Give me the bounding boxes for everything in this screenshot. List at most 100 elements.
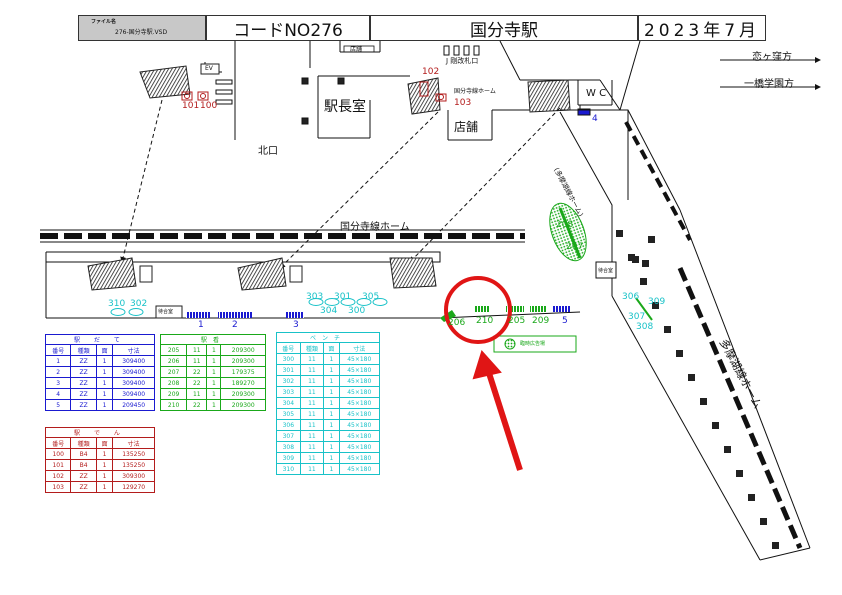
j-gate-label: J 剛改札口 xyxy=(446,57,479,65)
direction-koigakubo: 恋ヶ窪方 xyxy=(752,52,792,63)
advertising-signs-red xyxy=(181,81,447,102)
table-cell: 209300 xyxy=(220,388,266,400)
table-cell: 1 xyxy=(323,353,340,365)
table-cell: ZZ xyxy=(70,355,97,367)
tenpo-top-label: 店舗 xyxy=(350,46,363,53)
table-cell: 309300 xyxy=(112,470,155,482)
table-cell: 207 xyxy=(159,366,188,378)
table-cell: 11 xyxy=(299,364,325,376)
table-cell: 11 xyxy=(299,408,325,420)
table-cell: 11 xyxy=(299,452,325,464)
col-header: 番号 xyxy=(44,437,72,449)
machiaishitsu2-label: 待合室 xyxy=(598,268,614,274)
table-cell: 1 xyxy=(323,430,340,442)
table-cell: 22 xyxy=(186,399,208,411)
bench-303: 303 xyxy=(306,292,324,302)
pillar-block xyxy=(616,230,623,237)
concourse-walls xyxy=(204,40,821,141)
table-cell: B4 xyxy=(70,448,97,460)
table-cell: 1 xyxy=(95,355,114,367)
table-cell: 1 xyxy=(323,364,340,376)
table-cell: 11 xyxy=(186,388,208,400)
table-cell: 5 xyxy=(44,399,72,411)
table-cell: 135250 xyxy=(112,448,155,460)
table-cell: 11 xyxy=(299,397,325,409)
sign-208: 208 xyxy=(556,220,574,230)
sign-101: 101 xyxy=(182,101,200,111)
table-cell: 305 xyxy=(276,408,301,420)
station-name: 国分寺駅 xyxy=(470,20,538,41)
col-header: 番号 xyxy=(276,342,301,354)
legend-box-label: 臨時広告場 xyxy=(520,341,546,347)
table-cell: 1 xyxy=(323,419,340,431)
table-cell: 1 xyxy=(95,377,114,389)
col-header: 種類 xyxy=(70,437,97,449)
table-cell: 209300 xyxy=(220,399,266,411)
pillar-block xyxy=(664,326,671,333)
table-cell: ZZ xyxy=(70,399,97,411)
pillar-block xyxy=(724,446,731,453)
bench-310: 310 xyxy=(108,299,126,309)
pillar-block xyxy=(760,518,767,525)
table-cell: 208 xyxy=(159,377,188,389)
table-cell: ZZ xyxy=(70,388,97,400)
bench-308: 308 xyxy=(636,322,654,332)
table-cell: 1 xyxy=(323,441,340,453)
benches-cyan xyxy=(110,298,388,316)
machiaishitsu-label: 待合室 xyxy=(158,309,174,315)
table-cell: 1 xyxy=(44,355,72,367)
tamako-platform xyxy=(549,109,811,561)
board-5: 5 xyxy=(562,316,568,326)
table-cell: ZZ xyxy=(70,470,97,482)
bench-307: 307 xyxy=(628,312,646,322)
table-cell: 102 xyxy=(44,470,72,482)
legend-box xyxy=(493,335,577,353)
table-cell: 1 xyxy=(323,397,340,409)
pillar-block xyxy=(628,254,635,261)
bench-300: 300 xyxy=(348,306,366,316)
table-cell: 11 xyxy=(299,419,325,431)
table-cell: 11 xyxy=(299,353,325,365)
kokubunji-platform xyxy=(40,229,581,322)
bench-309: 309 xyxy=(648,297,666,307)
board-2: 2 xyxy=(232,320,238,330)
col-header: 面 xyxy=(95,437,114,449)
kitaguchi-label: 北口 xyxy=(258,146,278,157)
table-cell: 1 xyxy=(206,355,222,367)
table-cell: 45×180 xyxy=(338,463,381,475)
table-cell: 307 xyxy=(276,430,301,442)
ekichoshitsu-label: 駅長室 xyxy=(324,99,366,115)
table-cell: 1 xyxy=(95,481,114,493)
pillar-block xyxy=(676,350,683,357)
board-1: 1 xyxy=(198,320,204,330)
table-cell: 1 xyxy=(323,452,340,464)
sign-205: 205 xyxy=(508,316,526,326)
sign-210: 210 xyxy=(476,316,494,326)
table-cell: 304 xyxy=(276,397,301,409)
table-cell: 4 xyxy=(44,388,72,400)
table-cell: 45×180 xyxy=(338,419,381,431)
table-cell: 1 xyxy=(323,375,340,387)
table-cell: 11 xyxy=(186,344,208,356)
table-title: 駅 で ん xyxy=(45,427,155,438)
pillar-block xyxy=(642,260,649,267)
escalator-left-top xyxy=(139,63,220,99)
table-cell: 309400 xyxy=(112,388,155,400)
table-cell: 209 xyxy=(159,388,188,400)
sign-102: 102 xyxy=(422,67,440,77)
table-cell: ZZ xyxy=(70,366,97,378)
table-cell: 1 xyxy=(95,470,114,482)
table-cell: 300 xyxy=(276,353,301,365)
ev-label: EV xyxy=(205,65,213,72)
table-cell: 1 xyxy=(323,463,340,475)
bench-302: 302 xyxy=(130,299,148,309)
table-cell: 11 xyxy=(299,441,325,453)
